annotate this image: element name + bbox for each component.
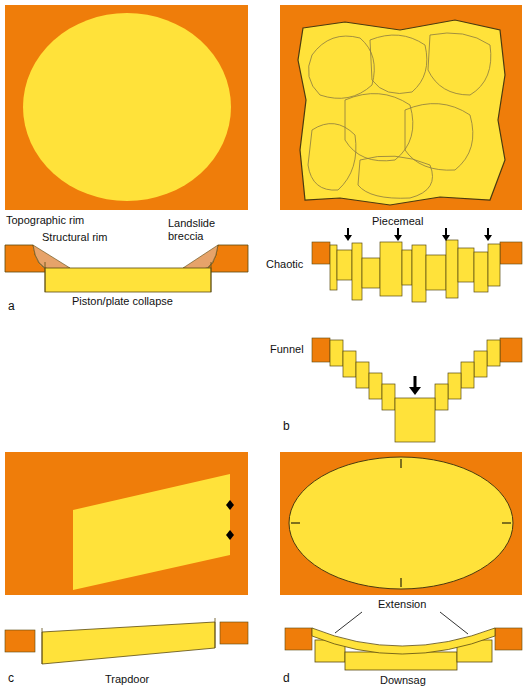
chaotic-blocks xyxy=(330,228,500,302)
illustration-path xyxy=(345,94,413,161)
illustration-line xyxy=(414,376,417,388)
panel-letter: d xyxy=(283,672,290,685)
illustration-path xyxy=(308,124,356,191)
illustration-rect xyxy=(5,452,248,595)
illustration-rect xyxy=(337,250,352,280)
illustration-rect xyxy=(280,5,522,210)
illustration-rect xyxy=(330,340,343,366)
illustration-line xyxy=(291,523,300,524)
illustration-rect xyxy=(312,338,330,362)
illustration-rect xyxy=(458,248,474,282)
panel-letter: c xyxy=(8,672,14,685)
illustration-line xyxy=(211,262,212,292)
illustration-line xyxy=(401,459,402,468)
illustration-rect xyxy=(312,242,330,264)
illustration-rect xyxy=(220,622,248,644)
illustration-rect xyxy=(461,362,474,388)
illustration-line xyxy=(440,612,468,634)
illustration-rect xyxy=(352,243,362,300)
part-label: Funnel xyxy=(270,343,304,356)
illustration-rect xyxy=(356,362,369,388)
part-label: Piecemeal xyxy=(372,215,423,228)
illustration-rect xyxy=(362,258,380,288)
illustration-polygon xyxy=(442,235,450,241)
panel-letter: b xyxy=(283,420,290,433)
illustration-line xyxy=(487,228,489,236)
illustration-rect xyxy=(395,398,435,442)
part-label: Piston/plate collapse xyxy=(72,295,173,308)
illustration-rect xyxy=(345,652,457,670)
part-label: Structural rim xyxy=(40,231,109,244)
illustration-polygon xyxy=(409,387,421,395)
illustration-line xyxy=(502,523,511,524)
part-label: Chaotic xyxy=(266,258,303,271)
illustration-rect xyxy=(495,628,522,650)
trapdoor-panel xyxy=(5,452,248,664)
part-label: Extension xyxy=(376,598,428,611)
illustration-rect xyxy=(343,351,356,377)
illustration-rect xyxy=(412,245,426,302)
illustration-path xyxy=(298,20,505,205)
illustration-rect xyxy=(5,5,248,210)
illustration-rect xyxy=(448,373,461,399)
panel-letter: a xyxy=(8,300,15,313)
downsag-panel xyxy=(280,452,522,670)
illustration-rect xyxy=(380,242,402,296)
illustration-rect xyxy=(330,245,337,290)
illustration-polygon xyxy=(344,235,352,241)
illustration-rect xyxy=(474,351,487,377)
piston-panel xyxy=(5,5,248,292)
illustration-rect xyxy=(45,268,211,292)
part-label: Landslide breccia xyxy=(166,217,222,243)
illustration-path xyxy=(312,628,495,654)
illustration-rect xyxy=(285,628,312,650)
illustration-rect xyxy=(382,384,395,410)
illustration-path xyxy=(358,156,433,198)
illustration-g xyxy=(308,33,491,198)
illustration-path xyxy=(183,245,218,270)
illustration-line xyxy=(401,578,402,587)
illustration-path xyxy=(428,33,491,95)
illustration-rect xyxy=(435,384,448,410)
illustration-line xyxy=(215,618,216,648)
part-label: Trapdoor xyxy=(105,673,149,686)
illustration-rect xyxy=(280,452,522,595)
illustration-rect xyxy=(474,252,488,292)
illustration-line xyxy=(397,228,399,236)
illustration-line xyxy=(45,262,46,292)
illustration-rect xyxy=(426,255,446,290)
illustration-polygon xyxy=(226,530,234,540)
piecemeal-panel xyxy=(280,5,522,442)
funnel-blocks xyxy=(330,340,500,442)
illustration-path xyxy=(33,245,70,270)
illustration-polygon xyxy=(73,474,230,590)
illustration-rect xyxy=(488,244,500,286)
illustration-rect xyxy=(402,250,412,285)
illustration-line xyxy=(42,628,43,664)
illustration-line xyxy=(445,228,447,236)
illustration-polygon xyxy=(226,500,234,510)
part-label: Topographic rim xyxy=(4,214,86,227)
illustration-path xyxy=(370,35,427,93)
illustration-rect xyxy=(487,340,500,366)
illustration-line xyxy=(347,228,349,236)
illustration-rect xyxy=(369,373,382,399)
illustration-ellipse xyxy=(23,13,231,201)
illustration-polygon xyxy=(394,235,402,241)
illustration-rect xyxy=(500,242,522,264)
illustration-polygon xyxy=(484,235,492,241)
illustration-line xyxy=(335,612,362,633)
illustration-rect xyxy=(446,240,458,298)
illustration-rect xyxy=(500,338,522,362)
illustration-polygon xyxy=(42,622,215,664)
illustration-g xyxy=(291,459,511,587)
illustration-path xyxy=(308,36,374,98)
illustration-ellipse xyxy=(289,457,513,589)
part-label: Downsag xyxy=(380,674,426,687)
illustration-rect xyxy=(5,630,35,652)
